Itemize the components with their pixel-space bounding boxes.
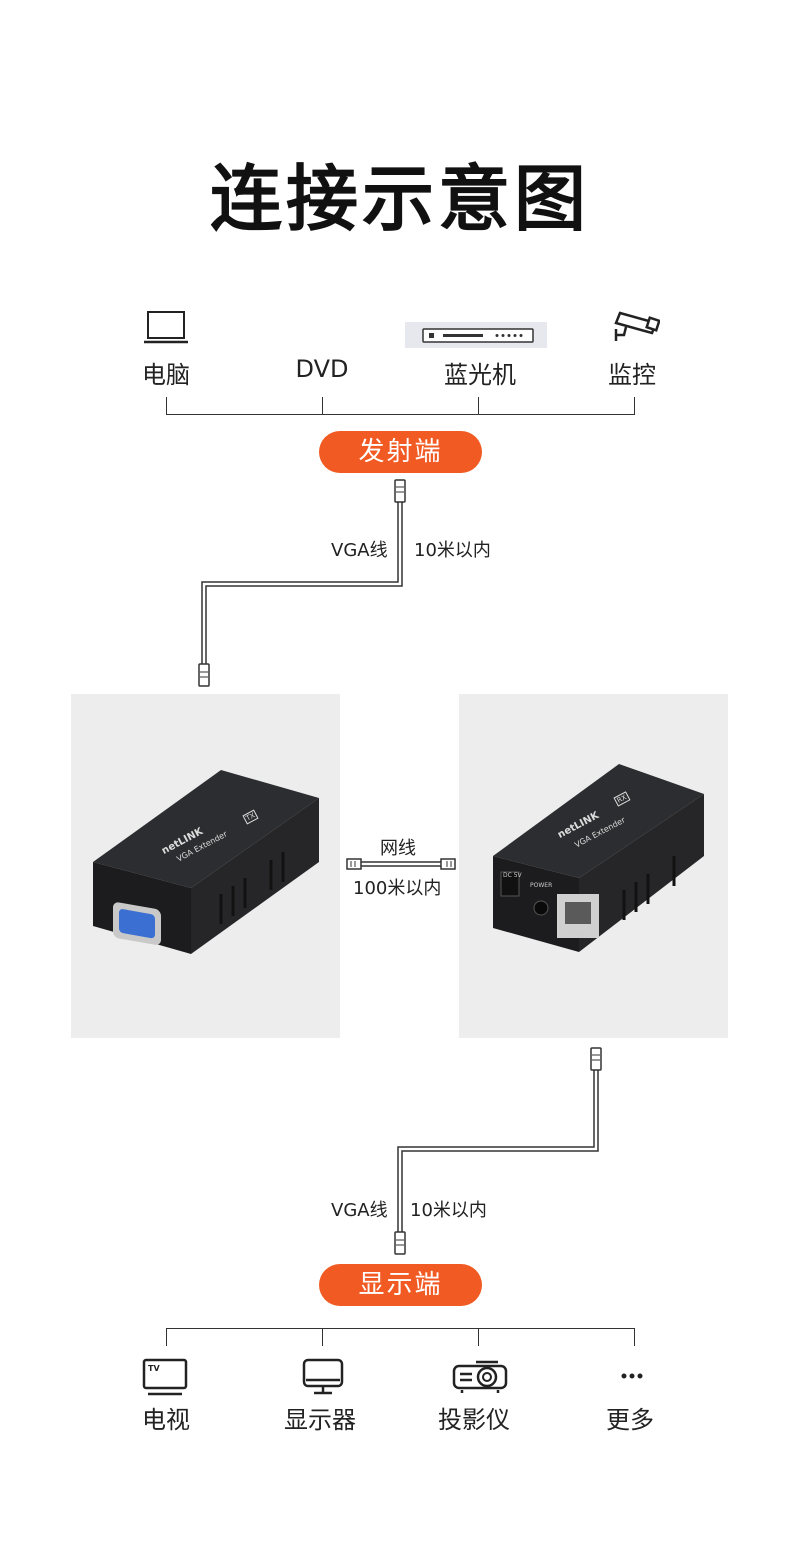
cable-distance-label: 10米以内	[414, 540, 491, 561]
cable-type-label: VGA线	[331, 540, 388, 561]
cable-type-label: 网线	[380, 838, 416, 859]
source-device-label: 电脑	[142, 361, 190, 389]
bluray-player-icon	[405, 322, 547, 348]
cctv-camera-icon	[614, 311, 660, 341]
source-bracket	[166, 414, 635, 415]
power-port-label: POWER	[530, 882, 553, 889]
page-title: 连接示意图	[209, 157, 590, 241]
receiver-photo	[459, 694, 728, 1038]
laptop-icon	[144, 311, 188, 344]
cable-type-label: VGA线	[331, 1200, 388, 1221]
dc-port-label: DC 5V	[503, 872, 522, 879]
bracket-tick	[166, 1328, 167, 1346]
svg-text:TV: TV	[148, 1364, 160, 1373]
tv-icon: TV	[142, 1358, 188, 1396]
vga-cable-top	[198, 479, 406, 687]
transmitter-device-illustration	[93, 770, 319, 954]
transmitter-photo	[71, 694, 340, 1038]
monitor-icon	[302, 1358, 344, 1395]
vga-cable-bottom	[394, 1047, 602, 1255]
cable-distance-label: 100米以内	[353, 878, 442, 899]
network-cable-middle	[346, 858, 456, 870]
bracket-tick	[322, 397, 323, 415]
receiver-device-illustration	[493, 764, 704, 952]
receiver-badge: 显示端	[319, 1264, 482, 1306]
display-device-label: 更多	[606, 1406, 654, 1434]
bracket-tick	[478, 397, 479, 415]
display-device-label: 电视	[142, 1406, 190, 1434]
bracket-tick	[634, 1328, 635, 1346]
bracket-tick	[322, 1328, 323, 1346]
projector-icon	[452, 1360, 508, 1393]
bracket-tick	[634, 397, 635, 415]
source-device-label: 监控	[608, 361, 656, 389]
display-device-label: 投影仪	[438, 1406, 510, 1434]
bracket-tick	[166, 397, 167, 415]
transmitter-badge: 发射端	[319, 431, 482, 473]
rj45-port-label: Cat6	[569, 930, 584, 937]
bracket-tick	[478, 1328, 479, 1346]
cable-distance-label: 10米以内	[410, 1200, 487, 1221]
display-device-label: 显示器	[284, 1406, 356, 1434]
source-device-label: 蓝光机	[444, 361, 516, 389]
more-icon	[621, 1373, 643, 1379]
source-device-label: DVD	[295, 355, 349, 383]
display-bracket	[166, 1328, 635, 1329]
